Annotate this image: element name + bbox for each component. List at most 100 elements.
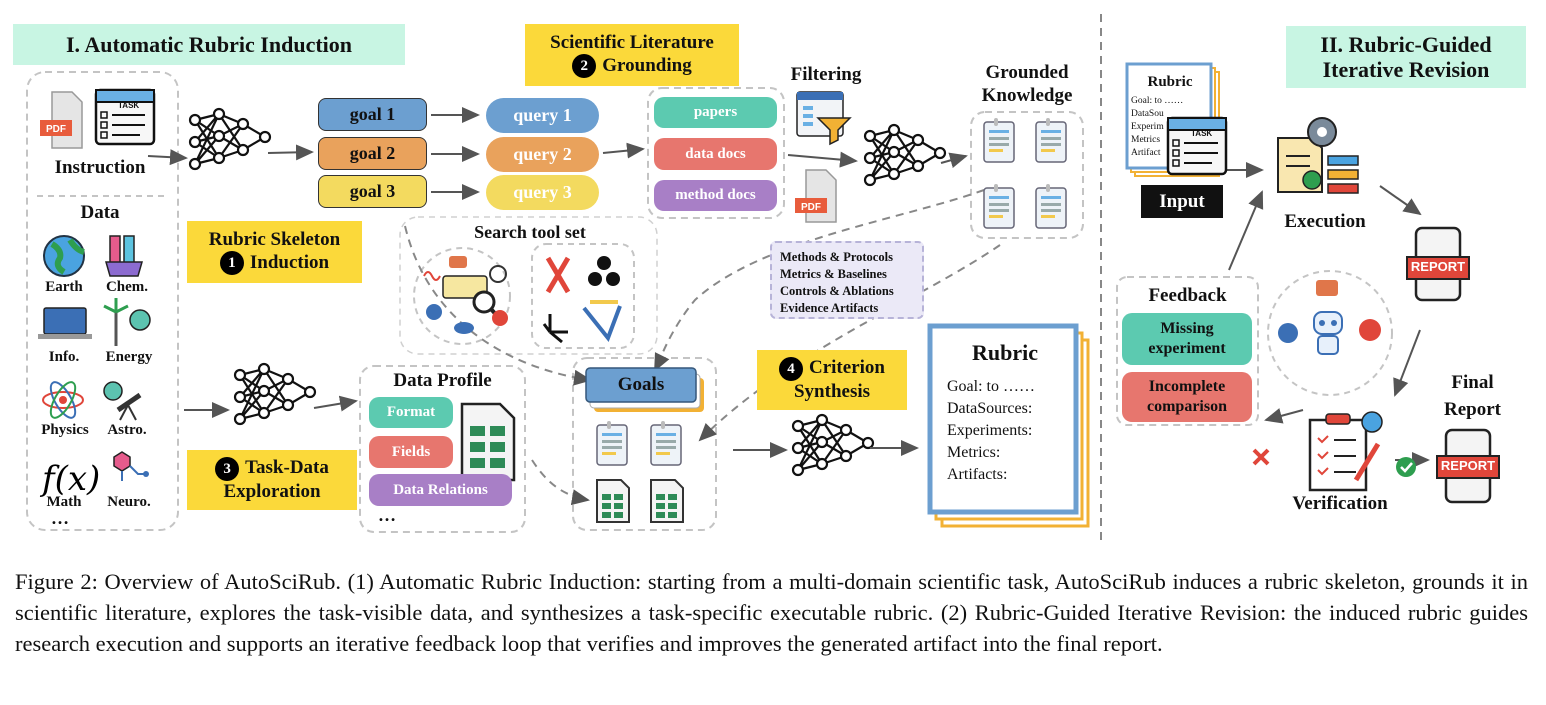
knowledge-item: Metrics & Baselines	[780, 267, 887, 281]
step1-number: 1	[219, 251, 244, 276]
docs-papers: papers	[654, 97, 777, 128]
mini-rubric-line: DataSou	[1131, 109, 1164, 119]
knowledge-list: Methods & Protocols Metrics & Baselines …	[770, 241, 924, 319]
data-profile-title: Data Profile	[393, 370, 492, 391]
agents-icon	[1278, 280, 1381, 355]
profile-relations: Data Relations	[369, 474, 512, 506]
step4-number: 4	[779, 356, 803, 381]
rubric-card: Rubric Goal: to …… DataSources: Experime…	[940, 340, 1070, 486]
neural-net-icon	[232, 362, 317, 426]
svg-text:PDF: PDF	[46, 124, 66, 135]
check-icon	[1396, 457, 1416, 477]
neural-net-icon	[187, 107, 272, 171]
mini-rubric-line: Metrics	[1131, 135, 1161, 145]
figure-caption: Figure 2: Overview of AutoSciRub. (1) Au…	[15, 569, 1528, 656]
spreadsheet-icon	[650, 479, 684, 523]
step2-header: Scientific Literature 2 Grounding	[525, 24, 739, 86]
data-title: Data	[80, 202, 120, 223]
rubric-line: Goal: to ……	[947, 378, 1035, 395]
mini-rubric-line: Goal: to ……	[1131, 96, 1184, 106]
section2-title: II. Rubric-Guided Iterative Revision	[1286, 26, 1526, 88]
chemistry-icon	[105, 235, 143, 277]
document-icon	[983, 183, 1015, 229]
section1-title: I. Automatic Rubric Induction	[13, 24, 405, 65]
final-report-text: REPORT	[1440, 458, 1496, 473]
goal-1: goal 1	[318, 98, 427, 131]
docs-data: data docs	[654, 138, 777, 170]
domain-physics: Physics	[41, 422, 89, 438]
domain-energy: Energy	[105, 349, 153, 365]
rubric-line: Artifacts:	[947, 466, 1008, 483]
report-text: REPORT	[1410, 259, 1466, 274]
step3-header: 3 Task-Data Exploration	[187, 450, 357, 510]
query-1: query 1	[486, 98, 599, 133]
grounded-line1: Grounded	[985, 62, 1069, 83]
domain-neuro: Neuro.	[107, 494, 151, 510]
knowledge-item: Methods & Protocols	[780, 250, 893, 264]
neuron-icon	[113, 451, 149, 481]
document-icon	[1035, 117, 1067, 163]
step1-line2-wrap: 1 Induction	[219, 251, 329, 276]
step2-number: 2	[572, 54, 597, 79]
feedback-missing: Missing experiment	[1122, 313, 1252, 365]
feedback-title: Feedback	[1148, 285, 1227, 306]
math-icon: f(x)	[39, 459, 100, 499]
domain-chem: Chem.	[105, 279, 149, 295]
step4-line1: Criterion	[809, 357, 885, 379]
query-2: query 2	[486, 137, 599, 172]
domain-earth: Earth	[45, 279, 83, 295]
goal-3: goal 3	[318, 175, 427, 208]
spreadsheet-icon	[460, 402, 516, 482]
grounded-knowledge-label: Grounded Knowledge	[960, 61, 1094, 107]
execution-icon	[1277, 117, 1359, 194]
rubric-line: Experiments:	[947, 422, 1033, 439]
spreadsheet-icon	[596, 479, 630, 523]
search-tool-set-label: Search tool set	[474, 222, 586, 242]
profile-fields: Fields	[369, 436, 453, 468]
verification-icon	[1308, 411, 1383, 492]
instruction-label: Instruction	[54, 157, 146, 178]
step3-line1-wrap: 3 Task-Data	[215, 456, 329, 481]
goals-card-label: Goals	[617, 374, 665, 395]
step1-header: Rubric Skeleton 1 Induction	[187, 221, 362, 283]
svg-text:PDF: PDF	[801, 202, 821, 213]
final-line1: Final	[1451, 372, 1494, 393]
cross-icon	[1252, 448, 1270, 466]
rubric-line: DataSources:	[947, 400, 1033, 417]
final-line2: Report	[1444, 399, 1501, 420]
mini-rubric-title: Rubric	[1147, 74, 1193, 90]
computer-icon	[38, 307, 92, 339]
knowledge-item: Controls & Ablations	[780, 284, 894, 298]
domain-astro: Astro.	[107, 422, 147, 438]
knowledge-item: Evidence Artifacts	[780, 301, 879, 315]
domain-info: Info.	[48, 349, 80, 365]
neural-net-icon	[790, 413, 875, 477]
svg-text:TASK: TASK	[118, 101, 139, 110]
pdf-icon	[40, 91, 83, 149]
svg-text:TASK: TASK	[1191, 129, 1212, 138]
profile-more: …	[378, 505, 396, 525]
step3-number: 3	[215, 456, 240, 481]
mini-rubric-line: Artifact	[1131, 148, 1161, 158]
mini-rubric-line: Experim	[1131, 122, 1164, 132]
final-report-label: Final Report	[1430, 369, 1515, 423]
step3-line1: Task-Data	[245, 457, 329, 479]
document-icon	[983, 117, 1015, 163]
document-icon	[596, 420, 628, 466]
final-report-icon	[1436, 428, 1500, 504]
grounded-line2: Knowledge	[981, 85, 1073, 106]
task-icon	[1166, 116, 1228, 176]
atom-icon	[42, 381, 84, 419]
rubric-card-stack	[927, 323, 1090, 528]
filtering-label: Filtering	[790, 64, 862, 85]
document-icon	[650, 420, 682, 466]
mini-rubric: Rubric Goal: to …… DataSou Experim Metri…	[1131, 74, 1209, 160]
execution-label: Execution	[1284, 211, 1366, 232]
step4-header: 4 Criterion Synthesis	[757, 350, 907, 410]
input-label: Input	[1141, 185, 1223, 218]
telescope-icon	[103, 381, 142, 421]
domain-math: Math	[46, 494, 82, 510]
report-icon	[1406, 226, 1470, 302]
step2-line2-wrap: 2 Grounding	[572, 54, 692, 79]
